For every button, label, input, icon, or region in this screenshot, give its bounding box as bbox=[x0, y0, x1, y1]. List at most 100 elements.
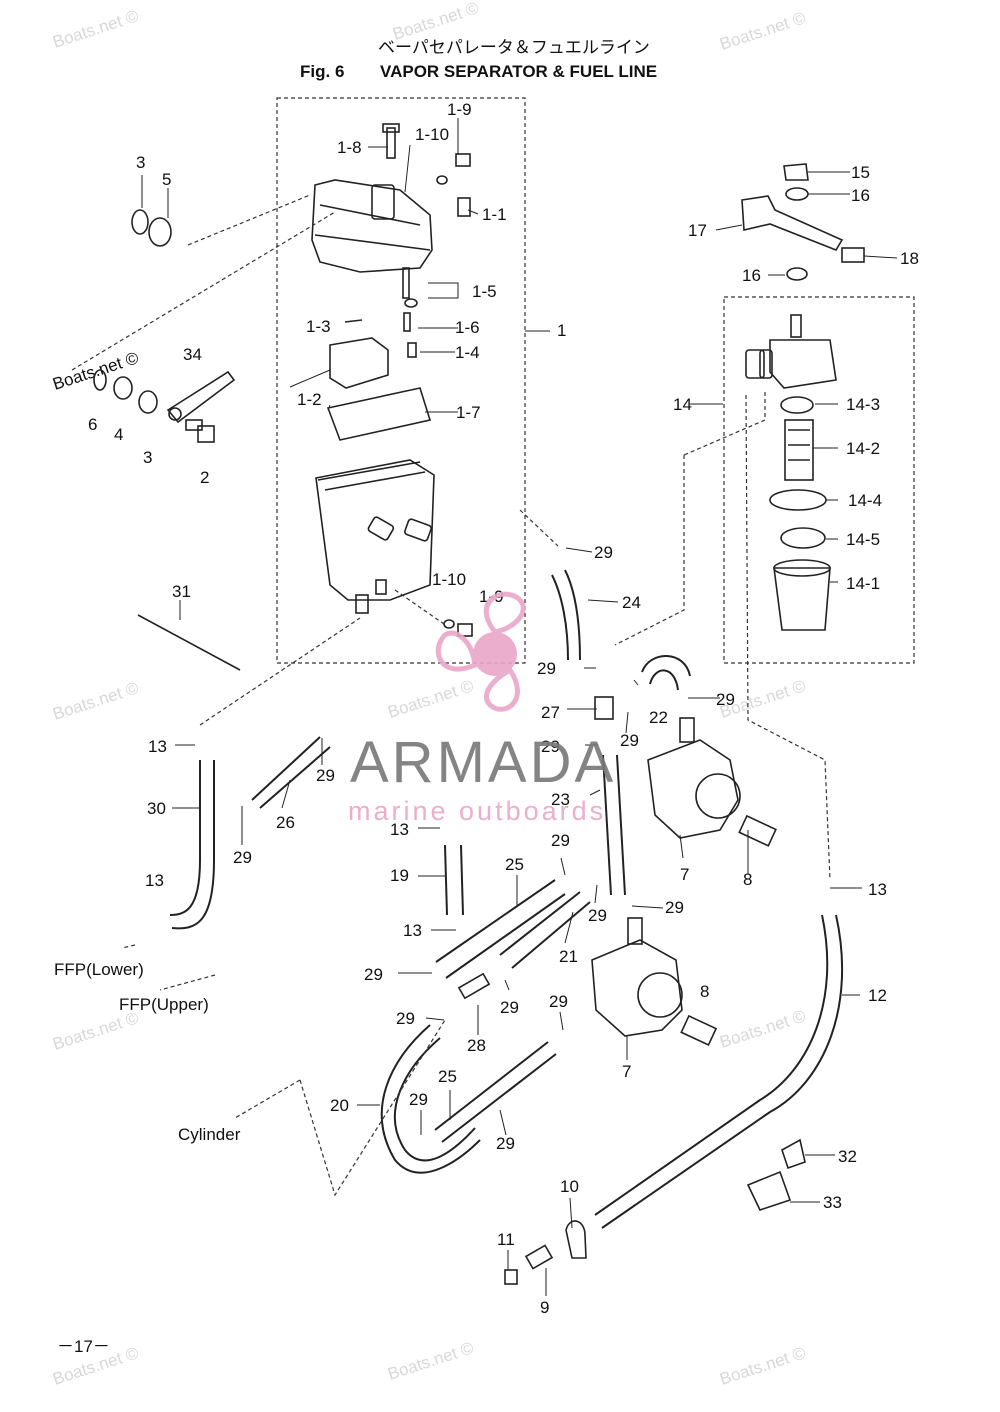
armada-logo: ARMADA marine outboards bbox=[348, 591, 616, 826]
header: ベーパセパレータ＆フュエルライン Fig. 6 VAPOR SEPARATOR … bbox=[300, 38, 657, 81]
label-12: 12 bbox=[868, 986, 887, 1005]
label-24: 24 bbox=[622, 593, 641, 612]
label-13: 13 bbox=[403, 921, 422, 940]
watermark-text: Boats.net © bbox=[717, 1006, 808, 1052]
vapor-separator-assembly-box bbox=[276, 97, 526, 664]
label-7: 7 bbox=[680, 865, 689, 884]
label-1-7: 1-7 bbox=[456, 403, 481, 422]
label-1-3: 1-3 bbox=[306, 317, 331, 336]
label-10: 10 bbox=[560, 1177, 579, 1196]
label-29: 29 bbox=[716, 690, 735, 709]
label-14-2: 14-2 bbox=[846, 439, 880, 458]
routing-lines bbox=[71, 194, 831, 1197]
watermarks: Boats.net © Boats.net © Boats.net © Boat… bbox=[50, 0, 808, 1389]
label-1-1: 1-1 bbox=[482, 205, 507, 224]
label-13: 13 bbox=[145, 871, 164, 890]
watermark-text: Boats.net © bbox=[50, 678, 141, 724]
label-11: 11 bbox=[497, 1230, 515, 1249]
label-14: 14 bbox=[673, 395, 692, 414]
label-29: 29 bbox=[665, 898, 684, 917]
watermark-text: Boats.net © bbox=[50, 1008, 141, 1054]
fuel-filter-parts bbox=[741, 163, 865, 631]
watermark-text: Boats.net © bbox=[717, 1343, 808, 1389]
label-26: 26 bbox=[276, 813, 295, 832]
label-6: 6 bbox=[88, 415, 97, 434]
label-30: 30 bbox=[147, 799, 166, 818]
ffp-lower-label: FFP(Lower) bbox=[54, 960, 144, 979]
label-1-4: 1-4 bbox=[455, 343, 480, 362]
label-14-1: 14-1 bbox=[846, 574, 880, 593]
watermark-text: Boats.net © bbox=[717, 8, 808, 54]
label-29: 29 bbox=[588, 906, 607, 925]
label-34: 34 bbox=[183, 345, 202, 364]
label-20: 20 bbox=[330, 1096, 349, 1115]
cylinder-label: Cylinder bbox=[178, 1125, 241, 1144]
watermark-text: Boats.net © bbox=[385, 1338, 476, 1384]
label-1-10: 1-10 bbox=[415, 125, 449, 144]
label-22: 22 bbox=[649, 708, 668, 727]
page-number: －17－ bbox=[57, 1337, 110, 1356]
hoses bbox=[169, 569, 844, 1229]
label-1-9: 1-9 bbox=[447, 100, 472, 119]
label-25: 25 bbox=[505, 855, 524, 874]
japanese-title: ベーパセパレータ＆フュエルライン bbox=[378, 38, 650, 57]
label-1-2: 1-2 bbox=[297, 390, 322, 409]
label-29: 29 bbox=[551, 831, 570, 850]
label-29: 29 bbox=[233, 848, 252, 867]
label-29: 29 bbox=[500, 998, 519, 1017]
label-29: 29 bbox=[316, 766, 335, 785]
label-29: 29 bbox=[620, 731, 639, 750]
label-3: 3 bbox=[136, 153, 145, 172]
label-21: 21 bbox=[559, 947, 578, 966]
label-28: 28 bbox=[467, 1036, 486, 1055]
fuel-pumps bbox=[591, 717, 777, 1047]
label-9: 9 bbox=[540, 1298, 549, 1317]
label-29: 29 bbox=[549, 992, 568, 1011]
page-title: VAPOR SEPARATOR & FUEL LINE bbox=[380, 62, 657, 81]
part-labels: 1-9 1-10 1-8 1-1 1-5 1-3 1-6 1-4 1 1-2 1… bbox=[88, 100, 919, 1317]
label-8: 8 bbox=[700, 982, 709, 1001]
label-23: 23 bbox=[551, 790, 570, 809]
label-14-5: 14-5 bbox=[846, 530, 880, 549]
watermark-text: Boats.net © bbox=[385, 676, 476, 722]
label-13: 13 bbox=[148, 737, 167, 756]
label-2: 2 bbox=[200, 468, 209, 487]
label-29: 29 bbox=[541, 737, 560, 756]
label-27: 27 bbox=[541, 703, 560, 722]
fuel-filter-assembly-box bbox=[723, 296, 915, 664]
ffp-upper-label: FFP(Upper) bbox=[119, 995, 209, 1014]
watermark-text: Boats.net © bbox=[50, 6, 141, 52]
label-18: 18 bbox=[900, 249, 919, 268]
destination-labels: FFP(Lower) FFP(Upper) Cylinder bbox=[54, 960, 241, 1144]
logo-text: ARMADA bbox=[350, 730, 616, 795]
fig-number: Fig. 6 bbox=[300, 62, 344, 81]
label-1-6: 1-6 bbox=[455, 318, 480, 337]
label-25: 25 bbox=[438, 1067, 457, 1086]
label-19: 19 bbox=[390, 866, 409, 885]
label-4: 4 bbox=[114, 425, 123, 444]
label-33: 33 bbox=[823, 1193, 842, 1212]
logo-subtext: marine outboards bbox=[348, 796, 606, 826]
label-15: 15 bbox=[851, 163, 870, 182]
label-1-10: 1-10 bbox=[432, 570, 466, 589]
label-1-8: 1-8 bbox=[337, 138, 362, 157]
label-7: 7 bbox=[622, 1062, 631, 1081]
label-31: 31 bbox=[172, 582, 191, 601]
label-29: 29 bbox=[537, 659, 556, 678]
label-29: 29 bbox=[396, 1009, 415, 1028]
label-29: 29 bbox=[409, 1090, 428, 1109]
label-17: 17 bbox=[688, 221, 707, 240]
label-1-5: 1-5 bbox=[472, 282, 497, 301]
connectors bbox=[137, 614, 806, 1285]
vapor-separator-parts bbox=[311, 123, 473, 637]
label-13: 13 bbox=[868, 880, 887, 899]
label-29: 29 bbox=[364, 965, 383, 984]
label-16: 16 bbox=[851, 186, 870, 205]
label-5: 5 bbox=[162, 170, 171, 189]
label-14-3: 14-3 bbox=[846, 395, 880, 414]
label-3: 3 bbox=[143, 448, 152, 467]
label-14-4: 14-4 bbox=[848, 491, 882, 510]
left-bracket-parts bbox=[93, 209, 236, 443]
label-32: 32 bbox=[838, 1147, 857, 1166]
